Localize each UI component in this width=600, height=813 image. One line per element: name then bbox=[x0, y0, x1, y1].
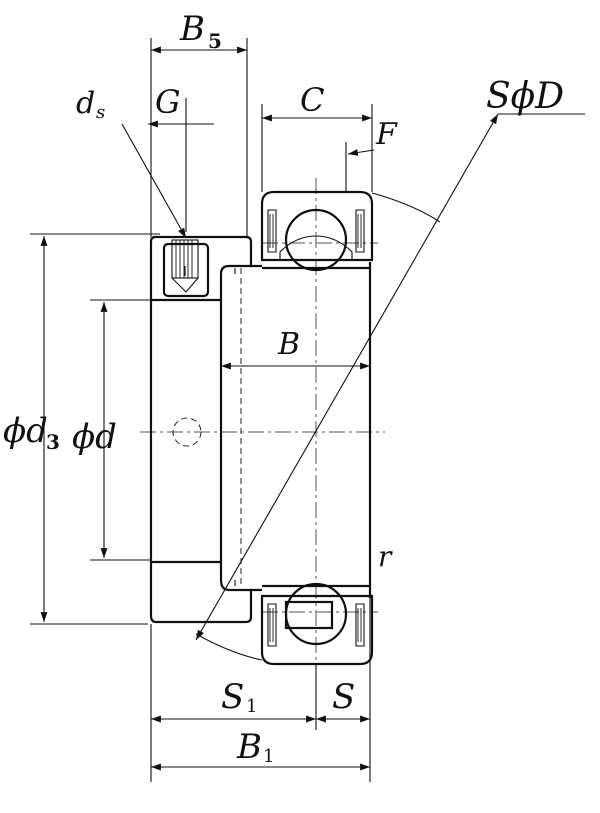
label-ds-sub: s bbox=[96, 102, 105, 123]
label-d3: ϕd bbox=[3, 411, 48, 451]
label-c: C bbox=[300, 81, 324, 119]
label-d3-sub: 3 bbox=[46, 430, 60, 454]
label-b: B bbox=[277, 327, 300, 362]
sphere-diameter-leader bbox=[195, 113, 585, 641]
label-s1: S bbox=[221, 677, 244, 717]
extension-lines bbox=[30, 38, 373, 782]
label-s: S bbox=[332, 677, 355, 717]
label-g: G bbox=[155, 83, 181, 121]
set-screw bbox=[162, 239, 210, 447]
inner-ring bbox=[149, 235, 372, 624]
outer-ring-bottom bbox=[260, 582, 374, 666]
dim-f bbox=[347, 149, 375, 156]
label-b1-sub: 1 bbox=[263, 746, 274, 767]
dimension-lines bbox=[40, 46, 375, 771]
label-f: F bbox=[375, 117, 398, 152]
label-b5: B bbox=[179, 9, 205, 49]
dimension-labels: B 5 d s G C F SϕD ϕd 3 ϕd B r S 1 S B 1 bbox=[3, 9, 564, 767]
label-ds: d bbox=[76, 86, 95, 121]
label-b5-sub: 5 bbox=[208, 29, 222, 53]
label-d: ϕd bbox=[72, 417, 117, 457]
label-b1: B bbox=[236, 727, 262, 767]
label-r: r bbox=[378, 540, 393, 573]
label-sphere-diameter: SϕD bbox=[486, 76, 564, 117]
label-s1-sub: 1 bbox=[246, 696, 257, 717]
dim-ds-leader bbox=[121, 123, 187, 239]
outer-ring-top bbox=[260, 190, 374, 272]
